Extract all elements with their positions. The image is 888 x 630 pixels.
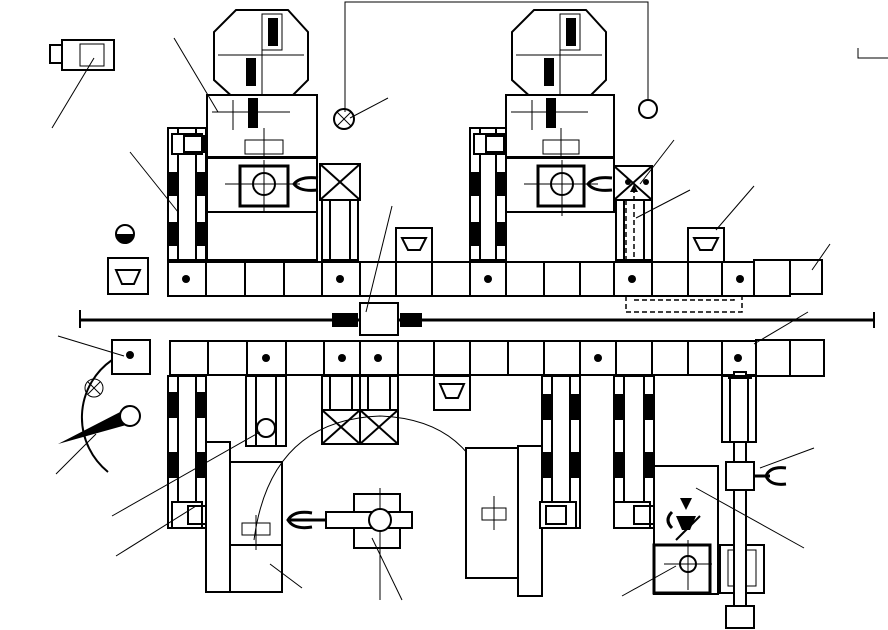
conveyor-cell [285, 340, 325, 376]
leader-line [115, 505, 197, 557]
gauge-dial [58, 359, 141, 473]
conveyor-cell [543, 261, 581, 297]
conveyor-cell [169, 340, 209, 376]
leader-line [811, 243, 831, 271]
conveyor-cell [579, 261, 615, 297]
upper-row-end [753, 259, 823, 297]
conveyor-cell [507, 340, 545, 376]
hopper-top-a [107, 257, 149, 295]
conveyor-cell [687, 261, 723, 297]
cell-dot [374, 354, 382, 362]
octagon-gearbox-right [511, 9, 607, 101]
cell-dot [594, 354, 602, 362]
leader-line [371, 537, 403, 601]
conveyor-cell [505, 261, 545, 297]
crossed-box-left [319, 163, 361, 261]
leader-line [365, 205, 393, 313]
leader-line [111, 431, 261, 517]
cell-dot [736, 275, 744, 283]
main-shaft [79, 302, 875, 336]
leader-line [759, 447, 815, 469]
lower-left-chain [167, 375, 231, 593]
left-tower-chain [167, 127, 207, 261]
cell-dot [182, 275, 190, 283]
lower-crossed-boxes [321, 375, 399, 445]
right-tower-chain [469, 127, 507, 261]
conveyor-cell [431, 261, 471, 297]
lower-conveyor-row [169, 340, 757, 376]
conveyor-cell [651, 340, 689, 376]
cell-dot [484, 275, 492, 283]
lower-row-end [755, 339, 825, 377]
vertical-shaft-right [721, 371, 787, 629]
conveyor-cell [651, 261, 689, 297]
conveyor-cell [543, 340, 581, 376]
leader-line [635, 189, 691, 219]
lower-column-b [245, 375, 287, 447]
corner-bracket [857, 48, 888, 59]
leader-line [753, 311, 809, 345]
leader-line [349, 97, 389, 119]
leader-line [715, 185, 755, 231]
upper-conveyor-row [167, 261, 757, 297]
center-shaft-unit [286, 488, 413, 600]
lower-left-small-box [111, 339, 151, 375]
conveyor-cell [395, 261, 433, 297]
left-tower-body [206, 94, 319, 261]
conveyor-cell [433, 340, 471, 376]
conveyor-cell [397, 340, 435, 376]
crossed-circle-top [333, 108, 355, 130]
cell-dot [262, 354, 270, 362]
lower-chain-d [613, 375, 655, 529]
open-circle-top [638, 99, 658, 119]
top-left-motor [49, 39, 115, 71]
leader-line [129, 151, 179, 213]
leader-line [621, 565, 677, 597]
hopper-top-b [395, 227, 433, 263]
hopper-top-c [687, 227, 725, 263]
cell-dot [734, 354, 742, 362]
leader-line [51, 57, 95, 129]
leader-line [173, 37, 219, 113]
half-filled-circle [115, 224, 135, 244]
conveyor-cell [244, 261, 285, 297]
conveyor-cell [615, 340, 653, 376]
lower-right-block [465, 445, 543, 597]
conveyor-cell [205, 261, 246, 297]
crossed-box-right [613, 165, 653, 261]
conveyor-cell [359, 261, 397, 297]
leader-lines [51, 37, 831, 601]
hopper-lower [433, 375, 471, 411]
conveyor-cell [283, 261, 323, 297]
leader-line [269, 563, 303, 589]
leader-line [695, 487, 805, 549]
cell-dot [628, 275, 636, 283]
conveyor-cell [687, 340, 723, 376]
conveyor-cell [207, 340, 248, 376]
leader-line [55, 433, 97, 475]
leader-line [639, 139, 675, 185]
cell-dot [338, 354, 346, 362]
right-tower-body [505, 94, 615, 216]
lower-chain-c [539, 375, 581, 529]
cell-dot [336, 275, 344, 283]
leader-line [57, 335, 125, 357]
conveyor-cell [469, 340, 509, 376]
octagon-gearbox-left [213, 9, 309, 101]
